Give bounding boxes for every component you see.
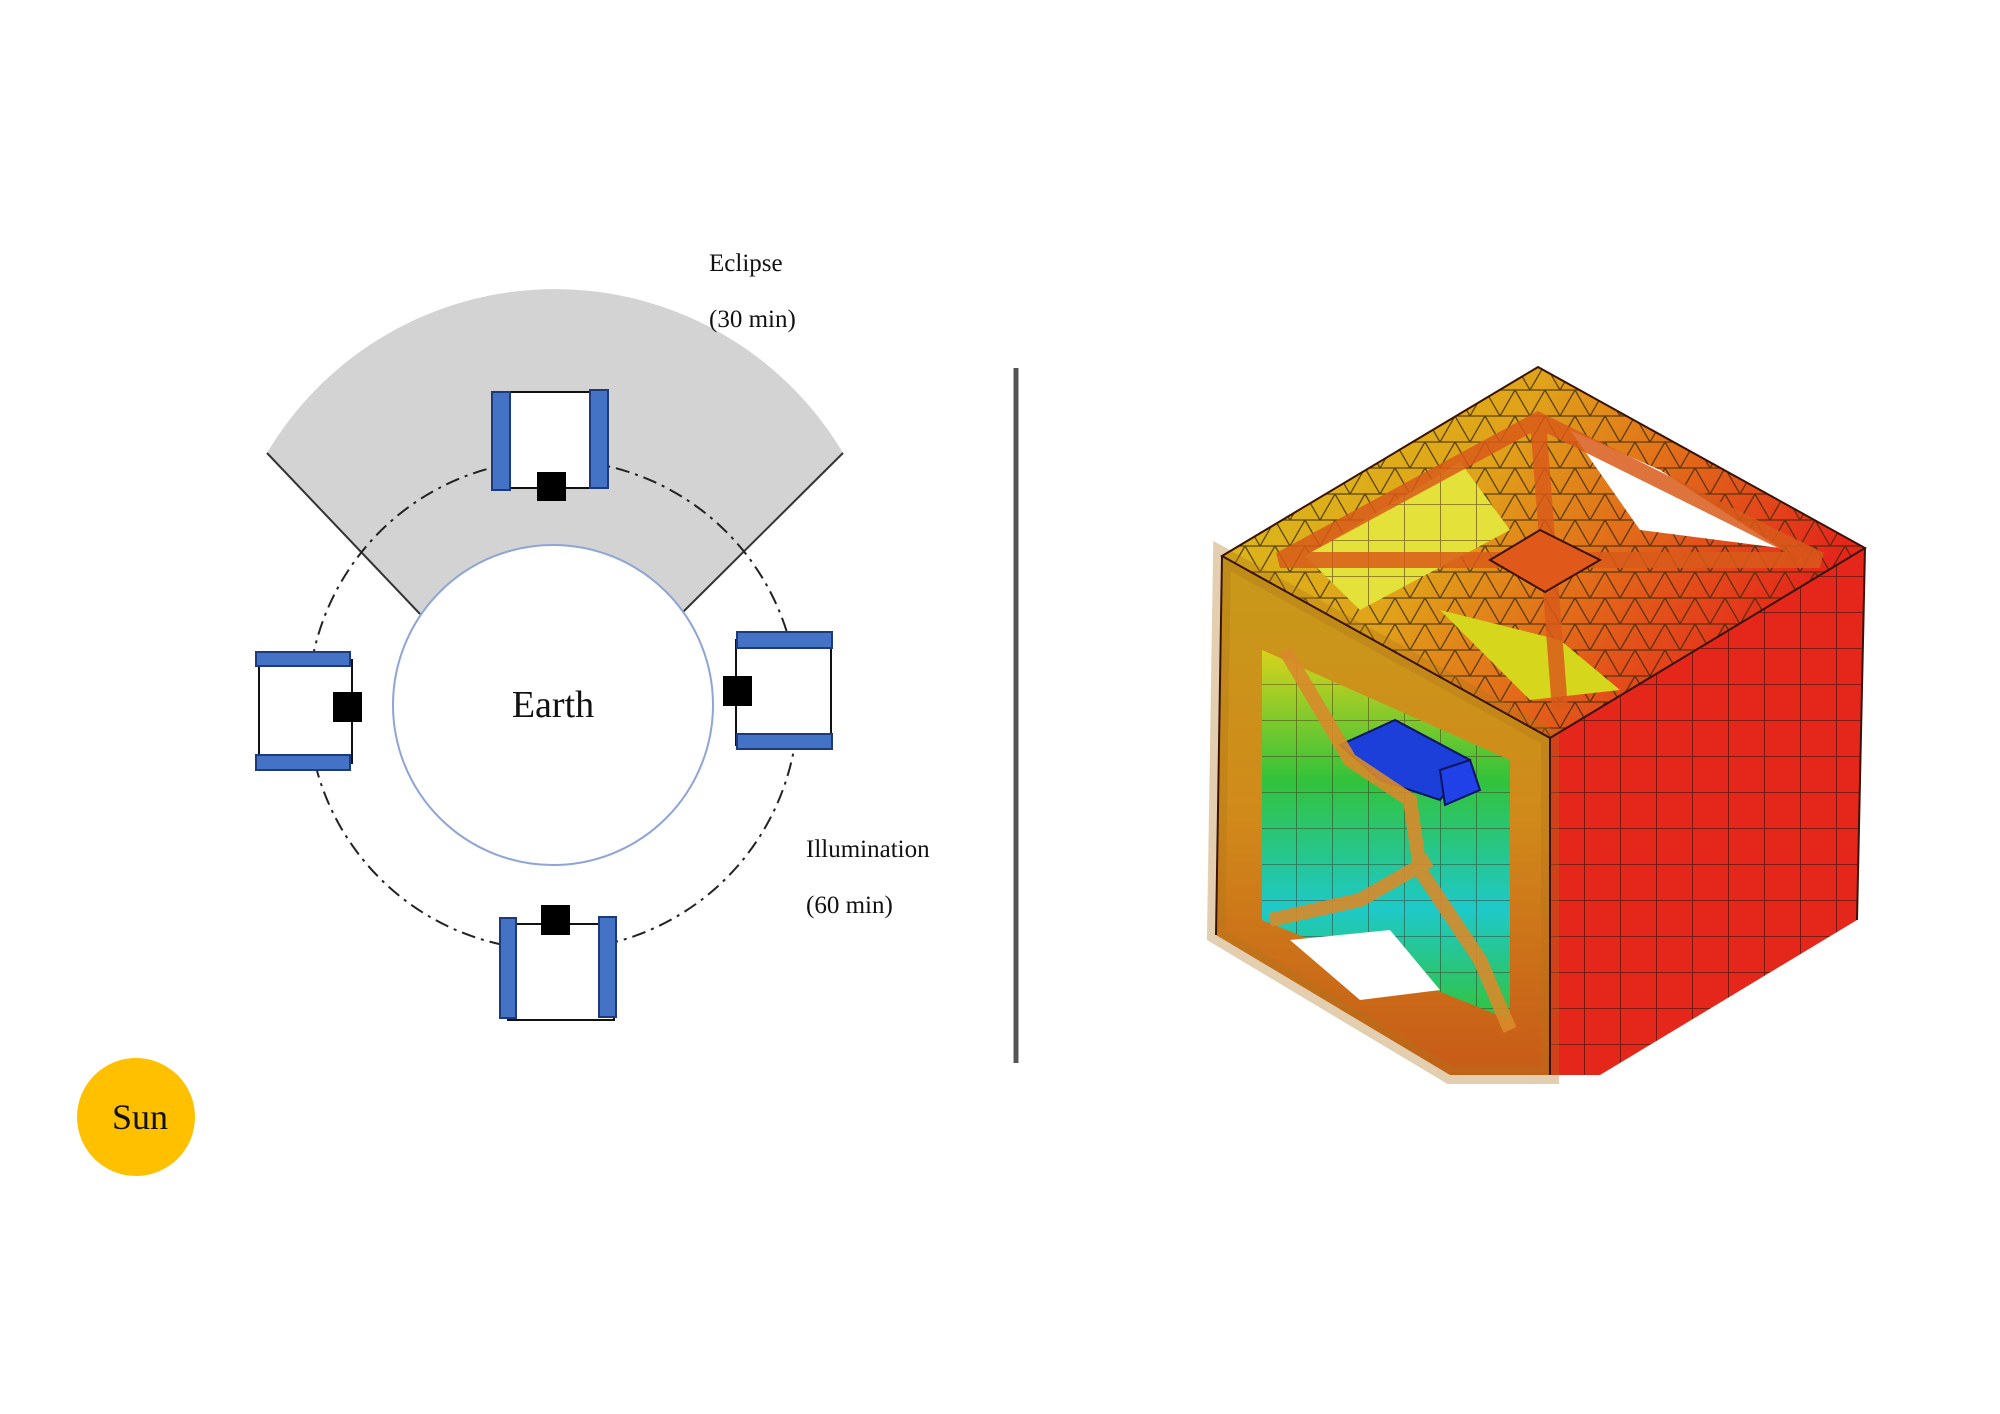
cold-component-end <box>1438 758 1482 807</box>
satellite-body <box>537 472 566 501</box>
solar-panel <box>255 754 351 771</box>
satellite-body <box>541 905 570 935</box>
illumination-duration: (60 min) <box>806 892 893 919</box>
solar-panel <box>736 733 833 750</box>
top-center-hub <box>1488 528 1603 594</box>
satellite-body <box>723 676 752 706</box>
earth <box>392 544 714 866</box>
solar-panel <box>598 916 617 1018</box>
left-cross-strut <box>1268 646 1517 1033</box>
sun <box>77 1058 195 1176</box>
solar-panel <box>499 917 517 1019</box>
top-opening-bottom <box>1440 610 1620 700</box>
eclipse-label: Eclipse <box>709 250 783 277</box>
eclipse-duration: (30 min) <box>709 306 796 333</box>
illumination-label: Illumination <box>806 836 930 863</box>
sun-label: Sun <box>112 1097 168 1137</box>
shadow-boundary-left <box>266 452 421 615</box>
solar-panel <box>491 391 511 491</box>
earth-label: Earth <box>512 684 594 726</box>
satellite-left <box>255 651 362 771</box>
satellite-right <box>723 631 833 750</box>
cube-edges <box>1215 365 1867 1075</box>
satellite-top <box>491 389 609 501</box>
shadow-boundary-right <box>680 452 844 615</box>
orbit-diagram: Earth Eclipse <box>77 250 930 1176</box>
satellite-body <box>333 692 362 722</box>
solar-panel <box>589 389 609 489</box>
solar-panel <box>736 631 833 649</box>
cubesat-thermal-model <box>1206 365 1867 1084</box>
left-opening-bottom <box>1290 930 1440 1000</box>
satellite-bottom <box>499 905 617 1021</box>
solar-panel <box>255 651 351 667</box>
